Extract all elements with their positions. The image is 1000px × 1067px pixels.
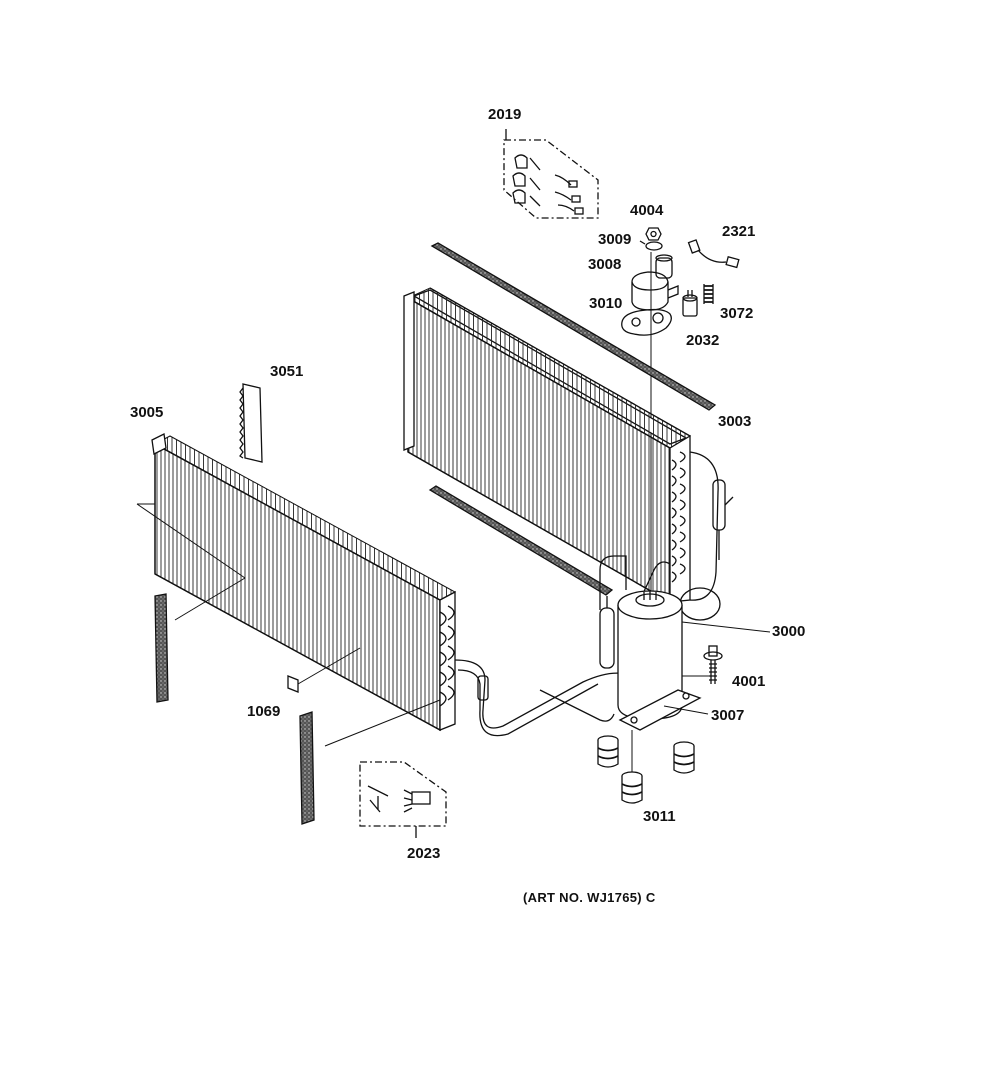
label-2019: 2019 — [488, 106, 522, 123]
bolt-4001 — [682, 645, 723, 684]
label-2321: 2321 — [722, 223, 756, 240]
label-3007: 3007 — [711, 707, 745, 724]
label-3005: 3005 — [130, 404, 164, 421]
refrigerant-tubing — [324, 555, 671, 747]
spring-3072 — [703, 284, 714, 304]
art-number-caption: (ART NO. WJ1765) C — [523, 890, 656, 905]
label-3051: 3051 — [270, 363, 304, 380]
label-3009: 3009 — [598, 231, 632, 248]
condenser-coil-3003 — [403, 287, 734, 621]
label-3072: 3072 — [720, 305, 754, 322]
relay-2032 — [682, 290, 698, 317]
bracket-3051 — [239, 383, 263, 463]
gasket-3010 — [621, 308, 672, 336]
wire-lead-2321 — [687, 239, 740, 269]
terminal-kit-2019 — [503, 129, 599, 219]
label-4001: 4001 — [732, 673, 766, 690]
compressor-3000 — [599, 590, 771, 720]
label-2032: 2032 — [686, 332, 720, 349]
label-3003: 3003 — [718, 413, 752, 430]
seal-strip-left — [154, 593, 169, 703]
grommets-3011 — [597, 730, 695, 804]
gasket-strip-bottom — [428, 485, 614, 596]
label-1069: 1069 — [247, 703, 281, 720]
washer-3009 — [639, 240, 663, 251]
label-4004: 4004 — [630, 202, 664, 219]
gasket-strip-top — [430, 242, 717, 411]
seal-strip-lower — [299, 711, 315, 825]
label-3011: 3011 — [643, 808, 676, 825]
label-3000: 3000 — [772, 623, 806, 640]
evaporator-coil-3005 — [136, 433, 457, 732]
label-3010: 3010 — [589, 295, 623, 312]
nut-4004 — [645, 227, 662, 241]
hardware-kit-2023 — [359, 761, 447, 838]
label-3008: 3008 — [588, 256, 622, 273]
label-2023: 2023 — [407, 845, 441, 862]
overload-3008 — [631, 254, 679, 311]
base-plate-3007 — [618, 689, 709, 731]
clip-1069 — [287, 647, 361, 693]
